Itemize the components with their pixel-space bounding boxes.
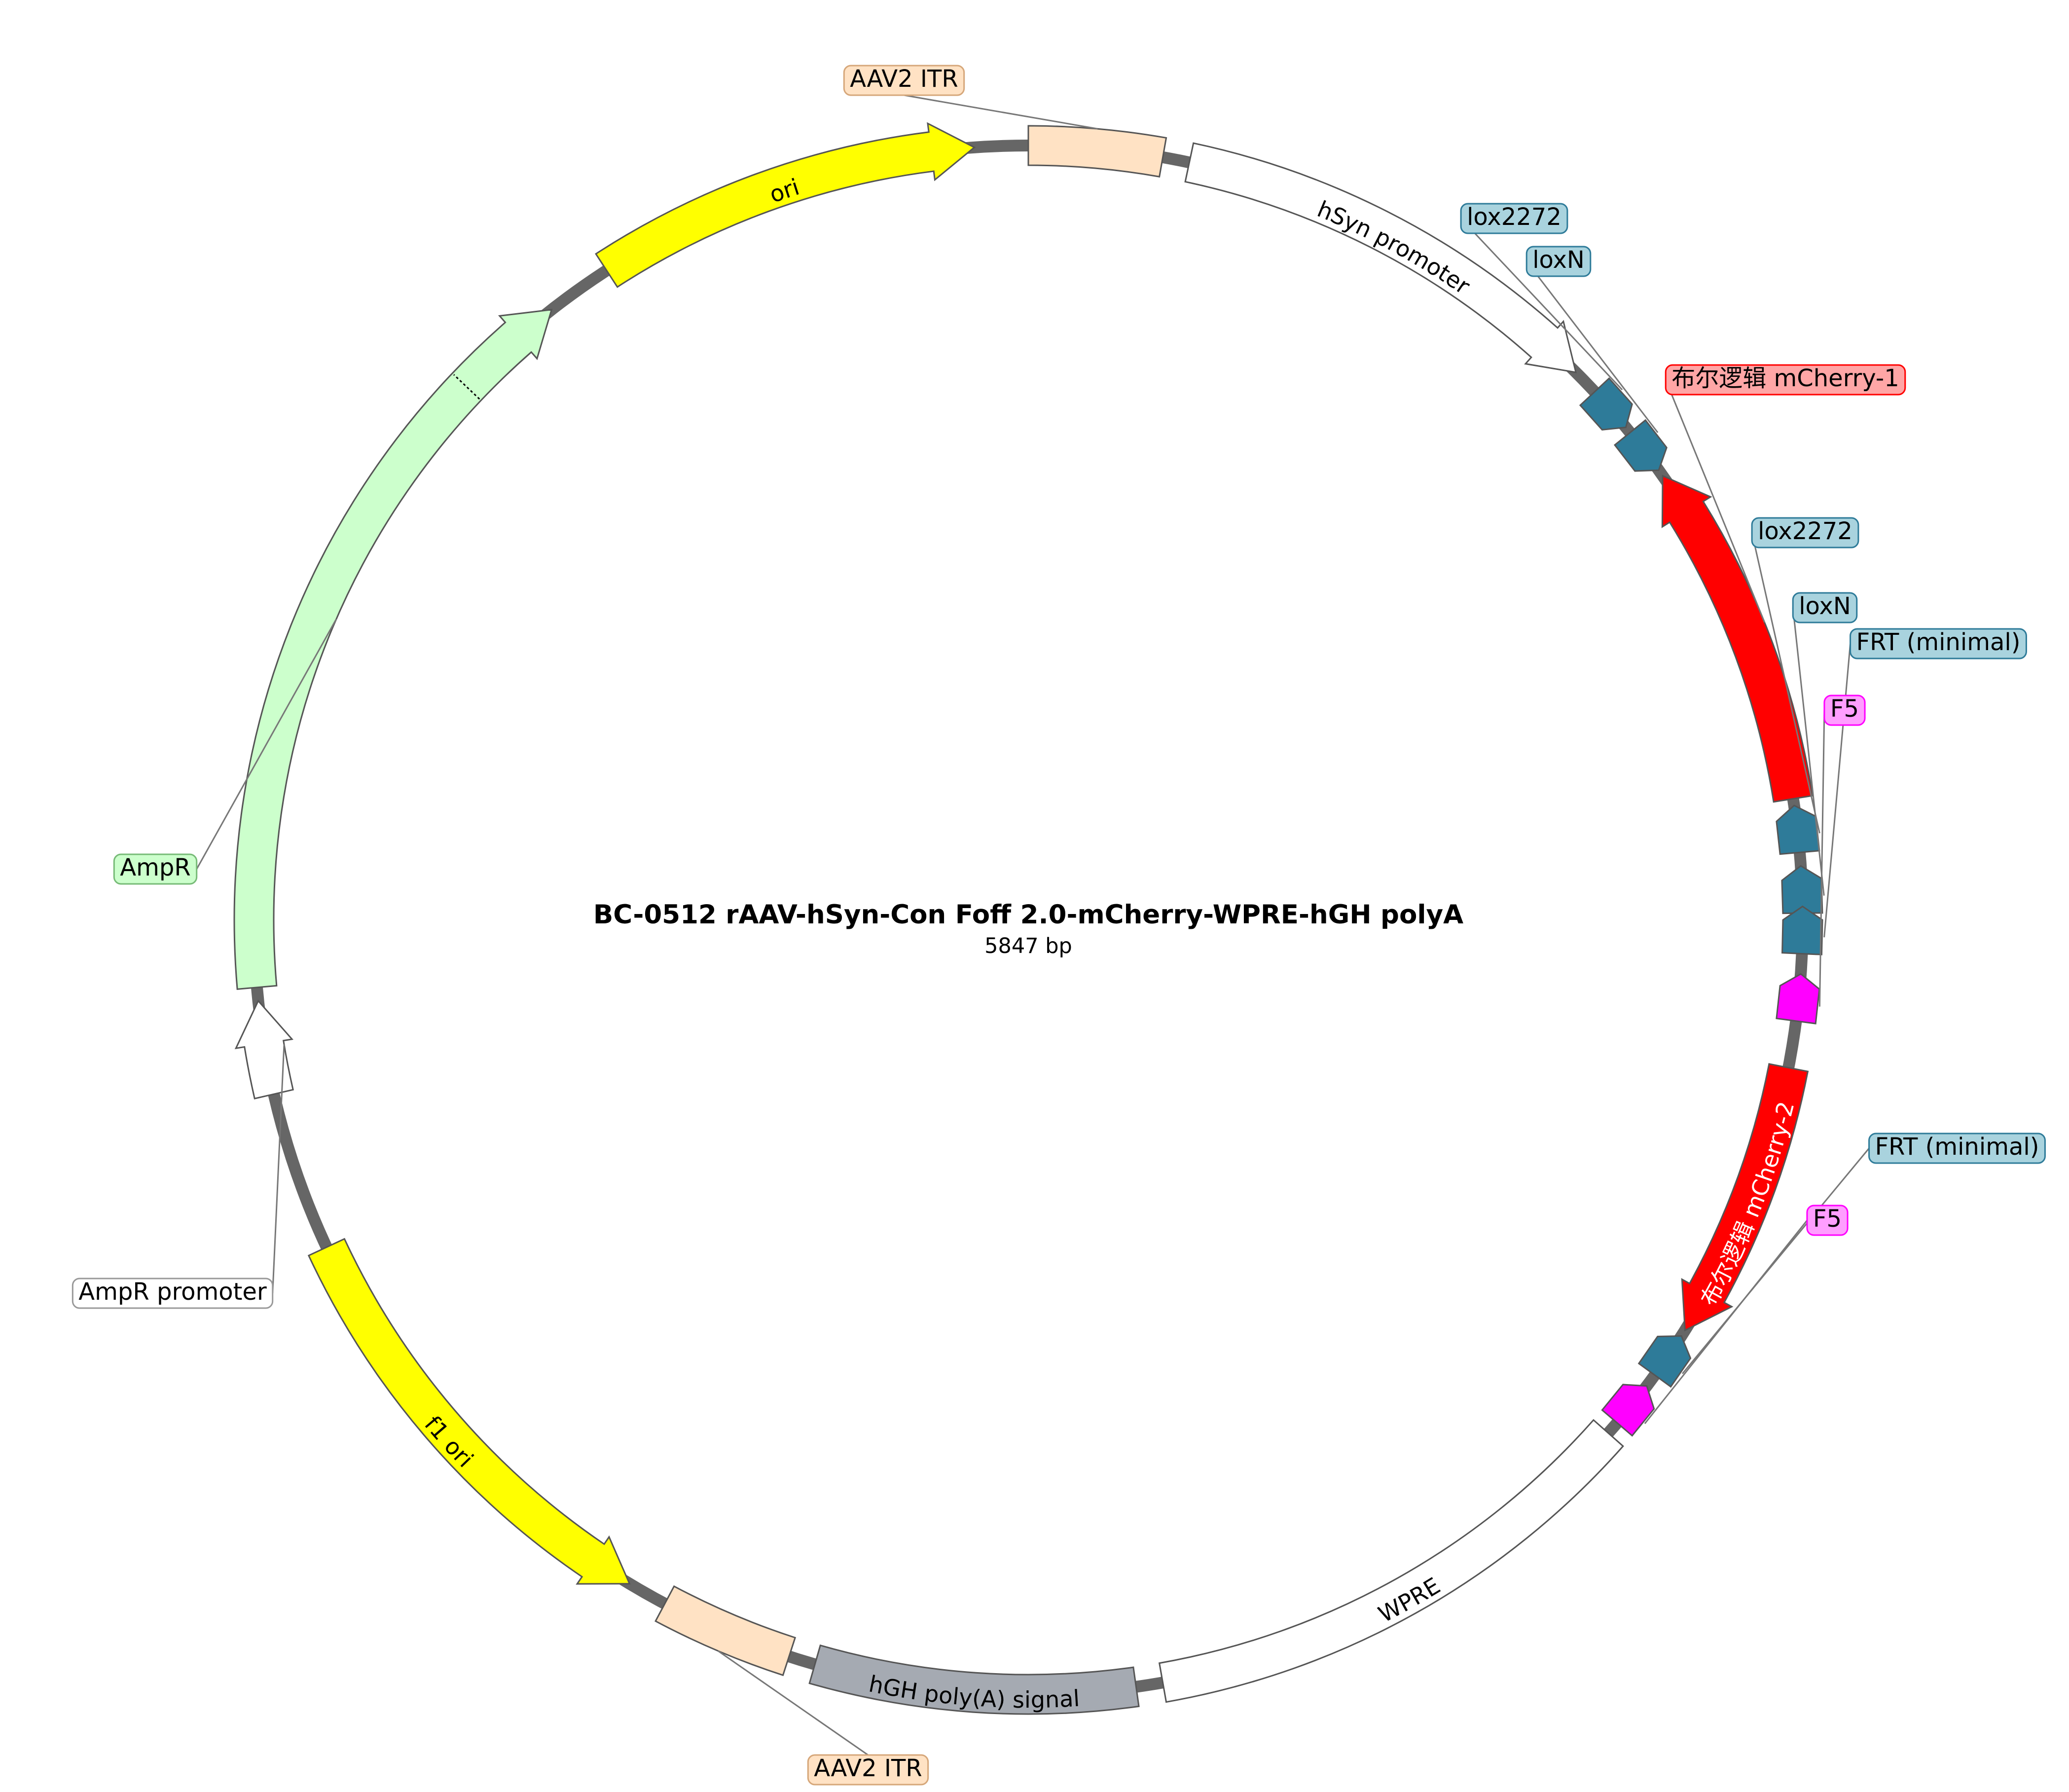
ampr-label: AmpR: [113, 853, 198, 885]
svg-text:F5: F5: [1813, 1205, 1842, 1233]
f5-label: F5: [1806, 1205, 1849, 1236]
ampr-dotted-mark: [453, 374, 480, 400]
plasmid-length: 5847 bp: [984, 934, 1072, 958]
lox2272-label: lox2272: [1460, 203, 1568, 234]
loxn-leader-line: [1526, 261, 1659, 433]
svg-text:lox2272: lox2272: [1758, 517, 1852, 545]
frt-minimal-site: [1637, 1335, 1692, 1388]
svg-text:lox2272: lox2272: [1467, 203, 1561, 231]
ampr-leader-line: [196, 619, 337, 870]
hgh-poly-a-signal-feature: [808, 1644, 1140, 1715]
label-layer: AAV2 ITR lox2272 loxN 布尔逻辑 mCherry-1 lox2272…: [72, 65, 2046, 1786]
f5-leader-line: [1644, 1220, 1808, 1425]
lox2272-label: lox2272: [1751, 517, 1859, 549]
f5-site: [1601, 1384, 1655, 1437]
f1-ori-feature: [307, 1238, 631, 1585]
mcherry-1-leader-line: [1665, 379, 1766, 623]
loxn-label: loxN: [1525, 246, 1592, 277]
lox2272-leader-line: [1751, 532, 1820, 834]
frt-minimal-site: [1781, 905, 1823, 955]
loxn-site: [1613, 419, 1668, 472]
mcherry-2-inline-label: 布尔逻辑 mCherry-2: [1695, 1098, 1799, 1310]
lox2272-site: [1776, 805, 1820, 855]
aav2-itr-label: AAV2 ITR: [807, 1754, 929, 1786]
ori-feature: [595, 122, 976, 288]
svg-text:loxN: loxN: [1532, 246, 1585, 274]
svg-text:AmpR: AmpR: [120, 854, 190, 881]
plasmid-title: BC-0512 rAAV-hSyn-Con Foff 2.0-mCherry-W…: [593, 900, 1463, 930]
svg-text:AAV2 ITR: AAV2 ITR: [814, 1755, 922, 1782]
leader-layer: [196, 94, 1870, 1756]
f5-label: F5: [1823, 695, 1866, 726]
svg-text:FRT (minimal): FRT (minimal): [1856, 628, 2021, 656]
svg-text:AAV2 ITR: AAV2 ITR: [850, 65, 958, 93]
svg-text:FRT (minimal): FRT (minimal): [1875, 1133, 2039, 1161]
ampr-feature: [233, 309, 553, 990]
frt-minimal-label: FRT (minimal): [1850, 628, 2027, 659]
f5-site: [1776, 973, 1820, 1024]
loxn-leader-line: [1792, 607, 1825, 896]
ampr-promoter-leader-line: [272, 1044, 285, 1294]
svg-text:布尔逻辑 mCherry-1: 布尔逻辑 mCherry-1: [1671, 365, 1899, 392]
f5-leader-line: [1818, 710, 1825, 1007]
svg-text:AmpR promoter: AmpR promoter: [78, 1278, 267, 1306]
mcherry-1-label: 布尔逻辑 mCherry-1: [1665, 364, 1906, 396]
lox2272-site: [1579, 377, 1633, 431]
ampr-promoter-feature: [234, 999, 294, 1099]
wpre-feature: [1158, 1419, 1624, 1703]
svg-text:F5: F5: [1830, 695, 1859, 723]
hsyn-promoter-feature: [1184, 142, 1577, 373]
aav2-itr-label: AAV2 ITR: [843, 65, 965, 96]
svg-text:loxN: loxN: [1799, 592, 1851, 620]
aav2-itr-feature: [1027, 125, 1167, 178]
frt-minimal-label: FRT (minimal): [1868, 1133, 2046, 1164]
ampr-promoter-label: AmpR promoter: [72, 1278, 274, 1309]
frt-minimal-leader-line: [1681, 1148, 1870, 1374]
aav2-itr-leader-line: [904, 94, 1098, 130]
aav2-itr-feature: [654, 1585, 797, 1677]
lox2272-leader-line: [1460, 218, 1623, 391]
loxn-label: loxN: [1792, 592, 1858, 623]
mcherry-2-feature: [1681, 1063, 1809, 1332]
aav2-itr-leader-line: [718, 1650, 869, 1756]
frt-minimal-leader-line: [1823, 643, 1851, 938]
